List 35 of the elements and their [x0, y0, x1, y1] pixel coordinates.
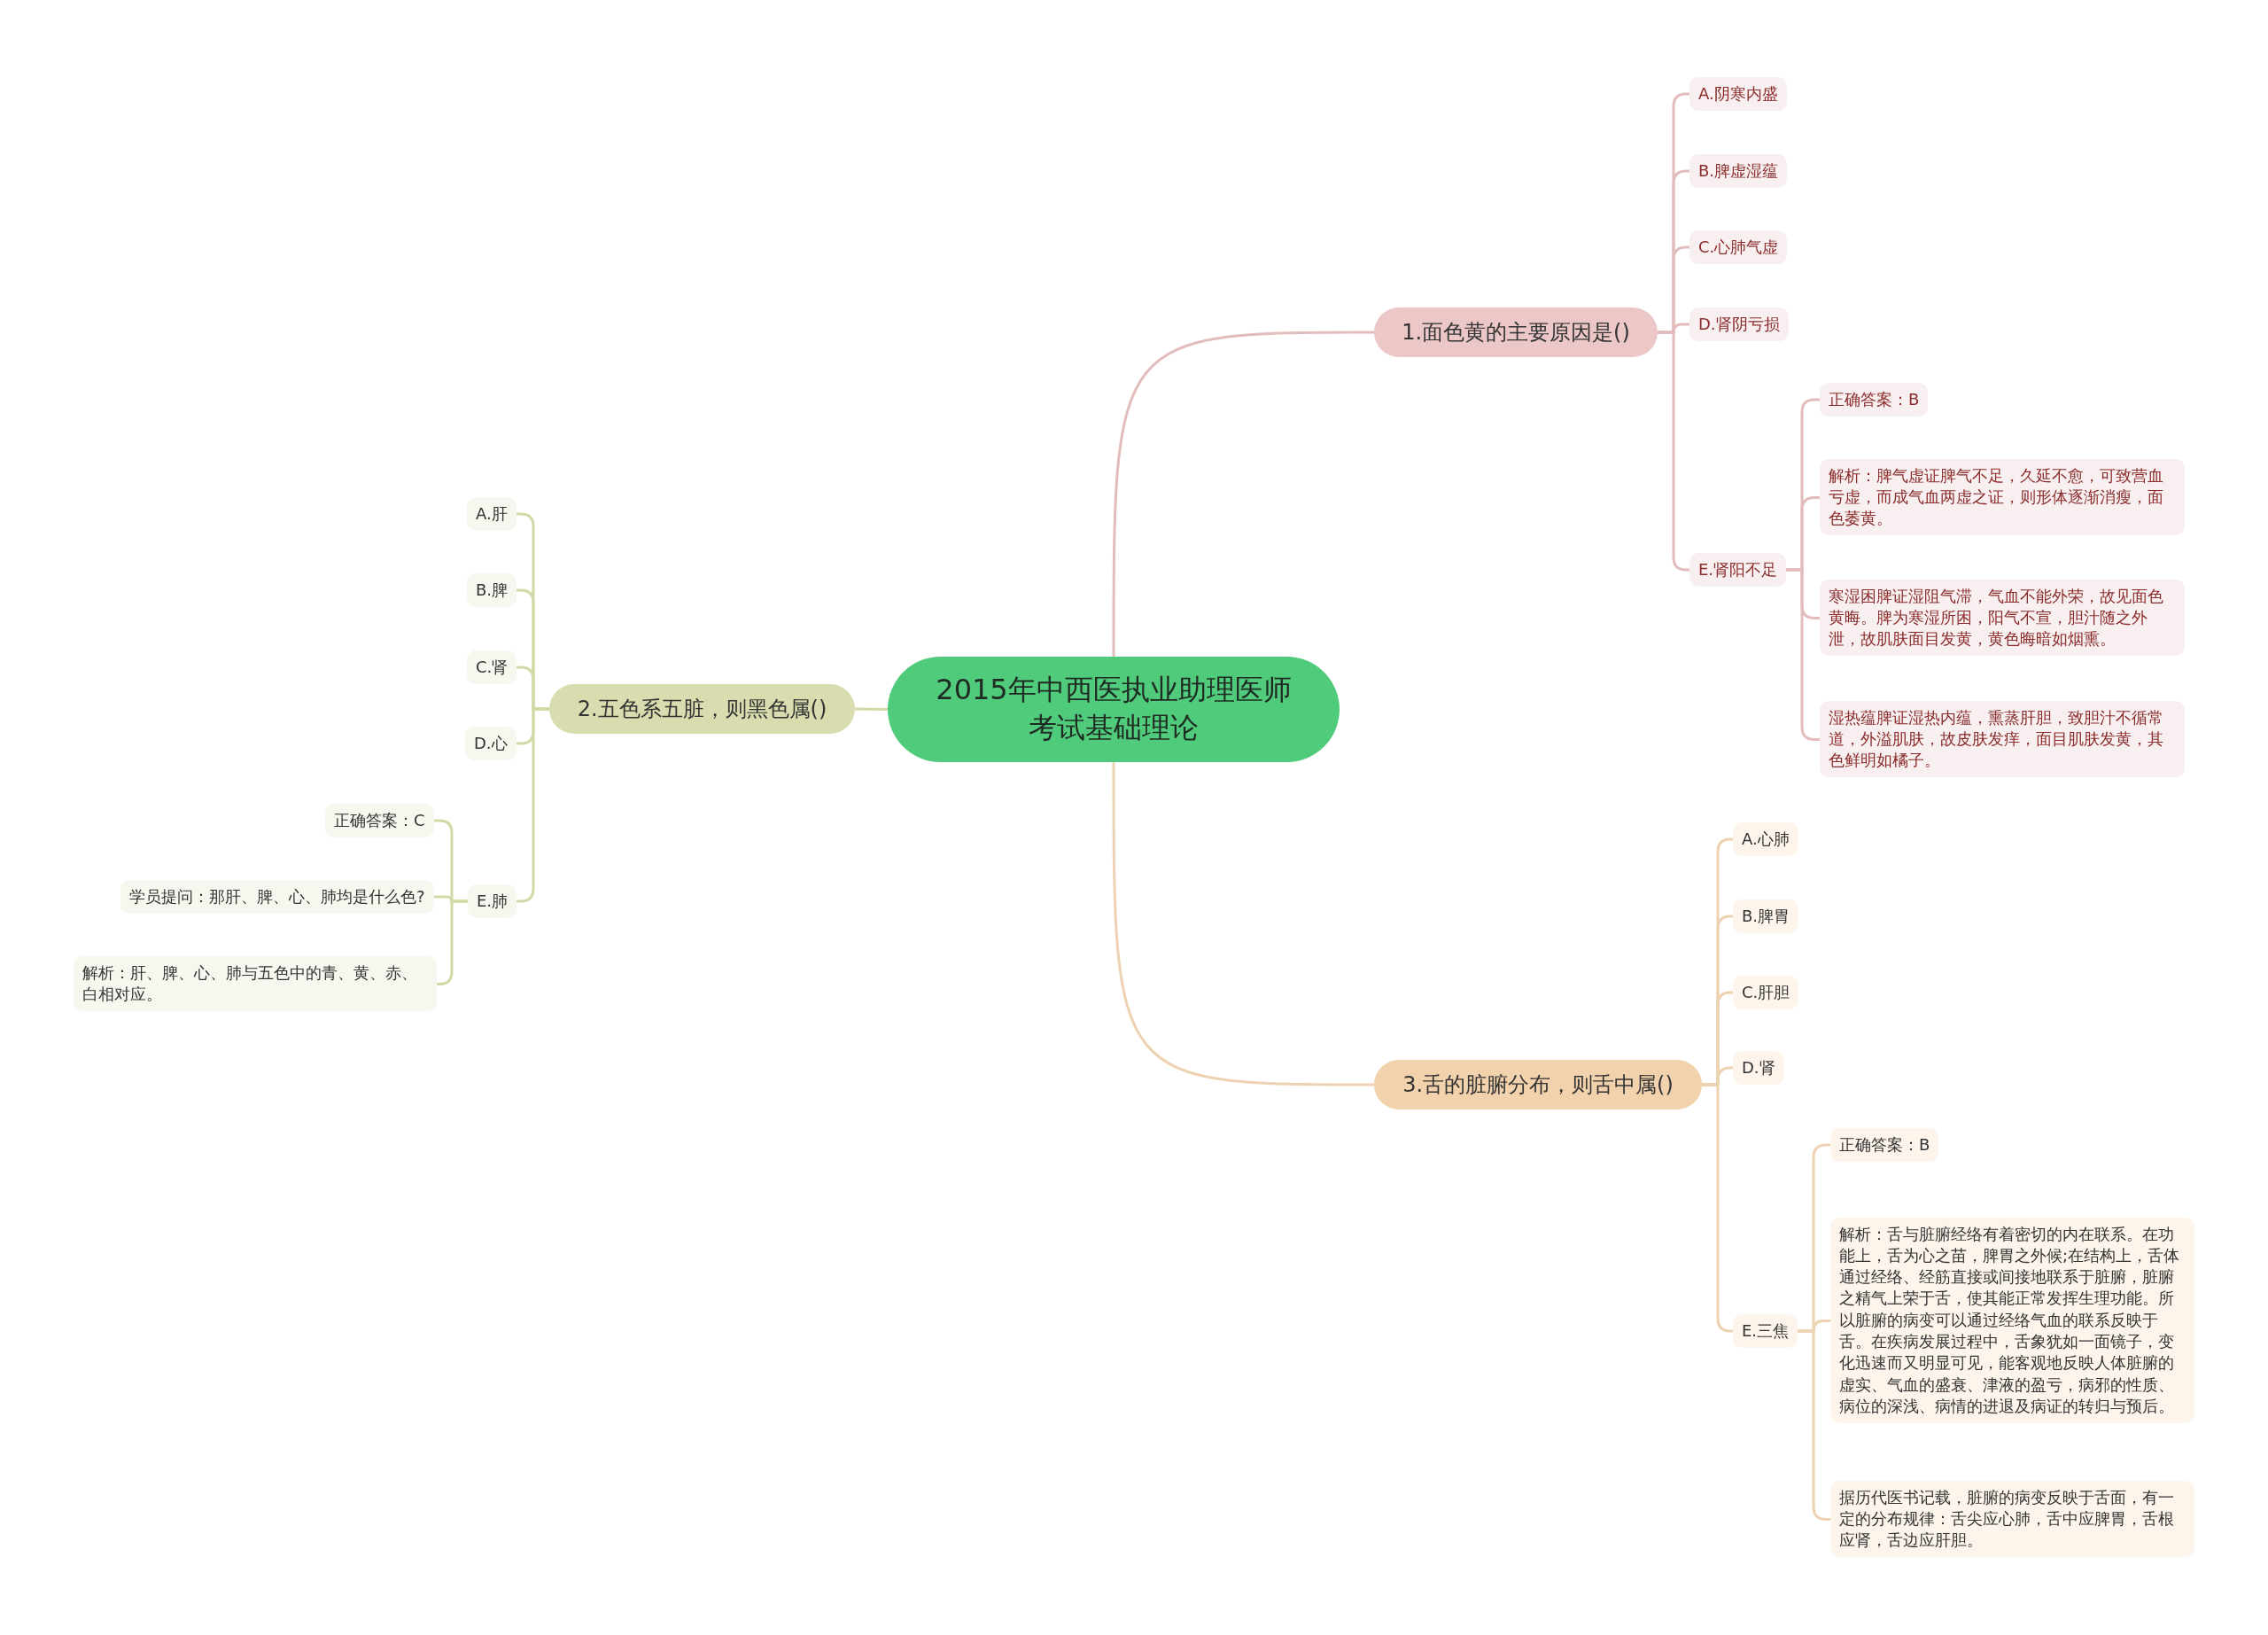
- subtopic: B.脾胃: [1733, 899, 1799, 934]
- subtopic: 正确答案：B: [1820, 383, 1929, 417]
- central-topic: 2015年中西医执业助理医师考试基础理论: [888, 656, 1340, 762]
- branch-topic: 2.五色系五脏，则黑色属(): [549, 684, 855, 735]
- subtopic: B.脾虚湿蕴: [1689, 154, 1788, 189]
- subtopic: A.阴寒内盛: [1689, 77, 1787, 112]
- subtopic: C.肝胆: [1733, 976, 1799, 1010]
- subtopic: 学员提问：那肝、脾、心、肺均是什么色?: [120, 880, 434, 915]
- subtopic: D.肾阴亏损: [1689, 308, 1789, 342]
- branch-topic: 1.面色黄的主要原因是(): [1374, 308, 1658, 358]
- subtopic: 解析：肝、脾、心、肺与五色中的青、黄、赤、白相对应。: [74, 955, 437, 1012]
- subtopic: B.脾: [467, 573, 517, 608]
- subtopic: 据历代医书记载，脏腑的病变反映于舌面，有一定的分布规律：舌尖应心肺，舌中应脾胃，舌根应肾，舌边应肝胆。: [1830, 1480, 2194, 1558]
- subtopic: E.肺: [468, 884, 517, 919]
- subtopic: 正确答案：C: [325, 804, 434, 838]
- subtopic: 正确答案：B: [1830, 1128, 1939, 1163]
- subtopic: 寒湿困脾证湿阻气滞，气血不能外荣，故见面色黄晦。脾为寒湿所困，阳气不宣，胆汁随之外泄，故肌肤面目发黄，黄色晦暗如烟熏。: [1820, 579, 2185, 657]
- connector-line: [437, 899, 468, 985]
- subtopic: E.肾阳不足: [1689, 553, 1787, 588]
- subtopic: C.肾: [467, 650, 517, 685]
- subtopic: 解析：舌与脏腑经络有着密切的内在联系。在功能上，舌为心之苗，脾胃之外候;在结构上，舌体通过经络、经筋直接或间接地联系于脏腑，脏腑之精气上荣于舌，使其能正常发挥生理功能。所以脏腑的病变可以通过经络气血的联系反映于舌。在疾病发展过程中，舌象犹如一面镜子，变化迅速而又明显可见，能客观地反映人体脏腑的虚实、气血的盛衰、津液的盈亏，病邪的性质、病位的深浅、病情的进退及病证的转归与预后。: [1830, 1217, 2194, 1424]
- connector-line: [1112, 331, 1374, 657]
- subtopic: A.肝: [467, 497, 517, 532]
- subtopic: D.心: [465, 727, 517, 761]
- connector-line: [1112, 762, 1374, 1086]
- connector-line: [854, 707, 889, 711]
- subtopic: C.心肺气虚: [1689, 230, 1788, 265]
- connector-line: [517, 707, 549, 903]
- subtopic: D.肾: [1733, 1051, 1784, 1086]
- subtopic: 解析：脾气虚证脾气不足，久延不愈，可致营血亏虚，而成气血两虚之证，则形体逐渐消瘦，面色萎黄。: [1820, 458, 2185, 536]
- subtopic: 湿热蕴脾证湿热内蕴，熏蒸肝胆，致胆汁不循常道，外溢肌肤，故皮肤发痒，面目肌肤发黄，其色鲜明如橘子。: [1820, 700, 2185, 778]
- branch-topic: 3.舌的脏腑分布，则舌中属(): [1374, 1060, 1702, 1110]
- subtopic: A.心肺: [1733, 822, 1798, 857]
- connector-line: [1786, 568, 1820, 741]
- subtopic: E.三焦: [1733, 1314, 1798, 1349]
